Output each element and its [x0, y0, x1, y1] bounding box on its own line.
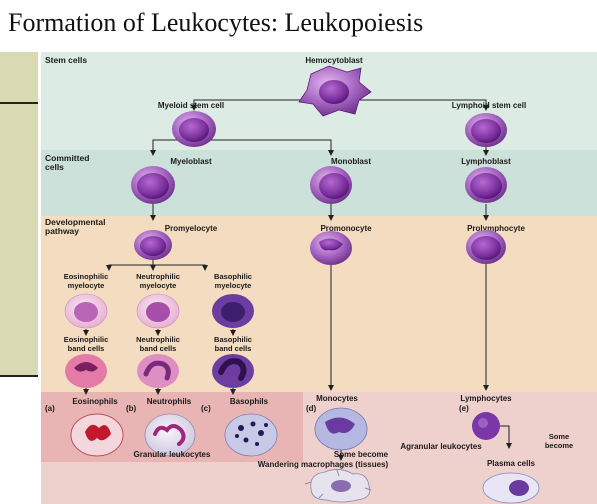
band-label-committed-1: Committed [45, 153, 89, 163]
label-some-become-left: Some become [334, 450, 389, 459]
neutrophilic-band-cell [137, 354, 179, 388]
macrophage-cell [304, 469, 372, 503]
leukopoiesis-diagram: Stem cells Committed cells Developmental… [41, 52, 597, 504]
label-wandering-macrophages: Wandering macrophages (tissues) [258, 460, 389, 469]
label-monocytes: Monocytes [316, 394, 358, 403]
myeloblast-cell [131, 166, 175, 204]
label-monoblast: Monoblast [331, 157, 371, 166]
tag-c: (c) [201, 404, 211, 413]
myeloid-stem-cell [172, 111, 216, 147]
band-label-developmental-1: Developmental [45, 217, 105, 227]
lymphocyte-cell [472, 412, 500, 440]
label-hemocytoblast: Hemocytoblast [305, 56, 363, 65]
label-lymphoblast: Lymphoblast [461, 157, 511, 166]
basophilic-myelocyte-cell [212, 294, 254, 328]
lineage-arrows [83, 98, 512, 461]
label-some-become-right-2: become [545, 441, 573, 450]
label-eosinophilic-myelocyte-2: myelocyte [68, 281, 105, 290]
label-eosinophilic-band-1: Eosinophilic [64, 335, 109, 344]
tag-a: (a) [45, 404, 55, 413]
label-neutrophilic-band-1: Neutrophilic [136, 335, 180, 344]
label-basophilic-myelocyte-1: Basophilic [214, 272, 252, 281]
label-neutrophilic-band-2: band cells [140, 344, 177, 353]
label-basophilic-myelocyte-2: myelocyte [215, 281, 252, 290]
basophil-cell [224, 413, 278, 457]
neutrophil-cell [144, 413, 196, 457]
tag-d: (d) [306, 404, 317, 413]
label-basophilic-band-1: Basophilic [214, 335, 252, 344]
band-label-committed-2: cells [45, 162, 64, 172]
eosinophilic-band-cell [65, 354, 107, 388]
lymphoblast-cell [465, 167, 507, 203]
label-eosinophilic-myelocyte-1: Eosinophilic [64, 272, 109, 281]
label-lymphocytes: Lymphocytes [460, 394, 512, 403]
label-basophilic-band-2: band cells [215, 344, 252, 353]
lymphoid-stem-cell [465, 113, 507, 147]
label-myeloblast: Myeloblast [170, 157, 212, 166]
band-label-stem: Stem cells [45, 55, 87, 65]
label-lymphoid-stem-cell: Lymphoid stem cell [452, 101, 526, 110]
basophilic-band-cell [212, 354, 254, 388]
label-agranular-leukocytes: Agranular leukocytes [400, 442, 482, 451]
label-myeloid-stem-cell: Myeloid stem cell [158, 101, 224, 110]
label-granular-leukocytes: Granular leukocytes [134, 450, 211, 459]
band-label-developmental-2: pathway [45, 226, 79, 236]
label-some-become-right-1: Some [549, 432, 569, 441]
tag-e: (e) [459, 404, 469, 413]
label-plasma-cells: Plasma cells [487, 459, 536, 468]
eosinophilic-myelocyte-cell [64, 293, 108, 329]
label-eosinophils: Eosinophils [72, 397, 118, 406]
decorative-rule-bottom [0, 375, 38, 377]
plasma-cell [482, 472, 540, 504]
decorative-rule-top [0, 102, 38, 104]
label-neutrophils: Neutrophils [147, 397, 192, 406]
label-neutrophilic-myelocyte-2: myelocyte [140, 281, 177, 290]
tag-b: (b) [126, 404, 137, 413]
label-promyelocyte: Promyelocyte [165, 224, 218, 233]
label-prolymphocyte: Prolymphocyte [467, 224, 525, 233]
label-basophils: Basophils [230, 397, 269, 406]
label-promonocyte: Promonocyte [320, 224, 372, 233]
neutrophilic-myelocyte-cell [136, 293, 180, 329]
monoblast-cell [310, 166, 352, 204]
decorative-side-bar [0, 52, 38, 376]
eosinophil-cell [70, 413, 124, 457]
slide-title: Formation of Leukocytes: Leukopoiesis [8, 8, 424, 37]
prolymphocyte-cell [466, 230, 506, 264]
label-eosinophilic-band-2: band cells [68, 344, 105, 353]
hemocytoblast-cell [298, 65, 372, 117]
monocyte-cell [314, 407, 368, 451]
promonocyte-cell [310, 231, 352, 265]
promyelocyte-cell [134, 230, 172, 260]
label-neutrophilic-myelocyte-1: Neutrophilic [136, 272, 180, 281]
